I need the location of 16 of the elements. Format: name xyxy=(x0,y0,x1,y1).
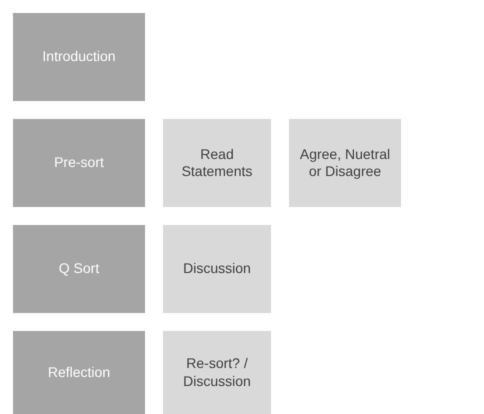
step-box xyxy=(163,225,271,313)
step-box xyxy=(289,119,401,207)
step-label: Q Sort xyxy=(58,260,100,278)
step-label: Pre-sort xyxy=(54,154,104,172)
step-box xyxy=(13,119,145,207)
step-box xyxy=(163,119,271,207)
step-label: Agree, Nuetral or Disagree xyxy=(298,146,392,180)
step-label: Re-sort? / Discussion xyxy=(182,355,252,390)
step-label: Reflection xyxy=(48,364,110,382)
step-box xyxy=(163,331,271,414)
step-box xyxy=(13,13,145,101)
step-box xyxy=(13,225,145,313)
step-label: Discussion xyxy=(183,260,251,278)
step-box xyxy=(13,331,145,414)
step-label: Introduction xyxy=(42,48,116,66)
step-label: Read Statements xyxy=(180,146,254,180)
